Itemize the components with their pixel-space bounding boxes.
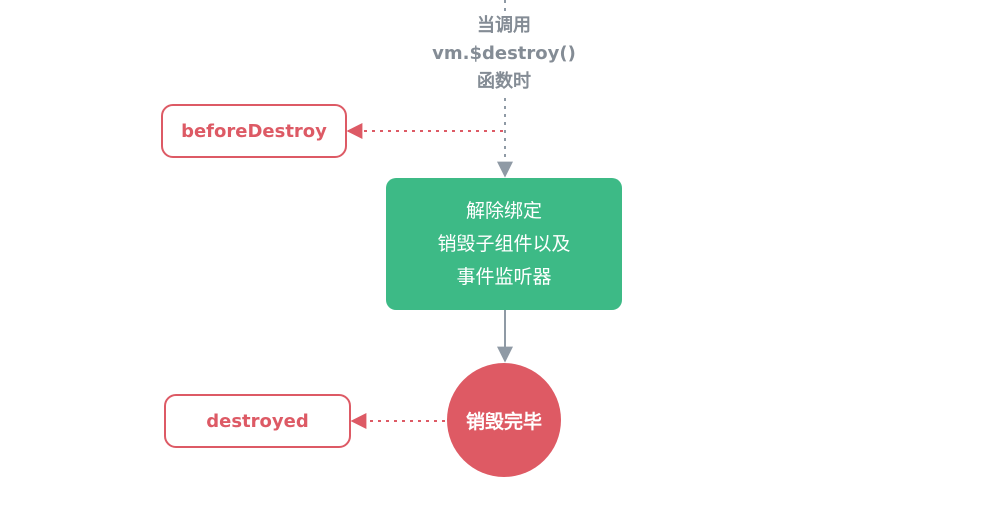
process-line-1: 解除绑定 [465, 199, 542, 222]
trigger-condition: 当调用 vm.$destroy() 函数时 [404, 12, 604, 96]
destroyed-state-node: 销毁完毕 [447, 363, 561, 477]
before-destroy-hook-label: beforeDestroy [181, 120, 327, 142]
before-destroy-hook: beforeDestroy [161, 104, 347, 158]
destroyed-hook: destroyed [164, 394, 351, 448]
process-line-3: 事件监听器 [456, 265, 552, 288]
trigger-line-2: vm.$destroy() [432, 43, 576, 64]
teardown-process: 解除绑定 销毁子组件以及 事件监听器 [386, 178, 622, 310]
destroyed-hook-label: destroyed [206, 410, 309, 432]
process-line-2: 销毁子组件以及 [437, 232, 571, 255]
destroyed-state-label: 销毁完毕 [465, 410, 542, 433]
trigger-line-3: 函数时 [477, 71, 531, 92]
trigger-line-1: 当调用 [477, 15, 531, 36]
